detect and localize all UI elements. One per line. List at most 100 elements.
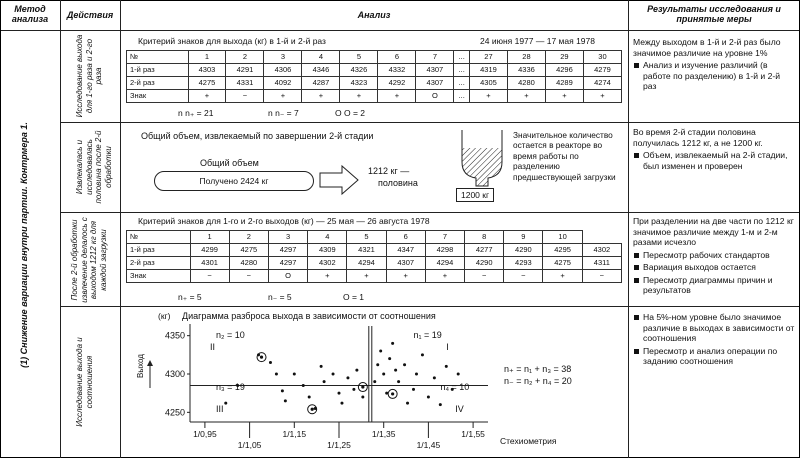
quadrant-4-count: n₄ = 10 [440, 382, 469, 392]
scatter-point [236, 384, 240, 387]
row3-table-cell: + [542, 269, 583, 283]
row1-table-cell: 4289 [544, 76, 584, 90]
row3-action: После 2-й обработки извлечение делалось … [70, 217, 108, 303]
row3-table-cell: 1 [189, 230, 230, 244]
row3-results: При разделении на две части по 1212 кг з… [633, 216, 795, 296]
row2-obtained-box: Получено 2424 кг [154, 171, 314, 191]
row2-action: Извлекалась и исследовалась половина пос… [75, 130, 113, 204]
scatter-point [352, 387, 356, 391]
x-tick-label-top: 1/1,25 [327, 440, 351, 450]
row3-table-cell: + [307, 269, 348, 283]
row1-table-cell: ... [453, 50, 470, 64]
row3-result-bullet-3: Пересмотр диаграммы причин и результатов [633, 275, 795, 296]
row2-half-line1: 1212 кг — [368, 166, 410, 176]
row2-result-text: Во время 2-й стадии половина получилась … [633, 127, 763, 148]
scatter-point-circled [387, 388, 398, 399]
row2-reactor-icon [461, 130, 503, 187]
row1-table-cell: ... [453, 76, 470, 90]
row3-table-cell: 4307 [385, 256, 426, 270]
scatter-point [224, 401, 228, 405]
row1-table-cell: 3 [263, 50, 303, 64]
row3-table-cell: 4294 [424, 256, 466, 270]
scatter-point [355, 368, 359, 372]
row3-table-cell: № [126, 230, 191, 244]
row3-table-cell: 10 [542, 230, 583, 244]
scatter-point [274, 372, 278, 376]
row2-tank-label: 1200 кг [456, 188, 495, 202]
row1-result-text: Между выходом в 1-й и 2-й раз было значи… [633, 37, 781, 58]
row1-title: Критерий знаков для выхода (кг) в 1-й и … [138, 36, 326, 46]
scatter-point [268, 361, 272, 364]
quadrant-3-numeral: III [216, 404, 224, 414]
scatter-point [450, 387, 454, 391]
header-results: Результаты исследования и принятые меры [647, 4, 781, 24]
row2-half-line2: половина [378, 178, 418, 188]
scatter-point [403, 363, 407, 367]
row3-table-cell: 6 [385, 230, 426, 244]
row1-table-cell: 4275 [187, 76, 227, 90]
row1-table-cell: + [468, 89, 508, 103]
scatter-point [379, 349, 383, 353]
row1-table-cell: 4280 [506, 76, 546, 90]
scatter-point [382, 372, 386, 376]
row1-table-cell: 4307 [415, 76, 455, 90]
row3-table-cell: 4297 [267, 243, 309, 257]
row3-table-cell: 4290 [503, 243, 544, 257]
row1-results: Между выходом в 1-й и 2-й раз было значи… [633, 37, 795, 92]
scatter-point-circled [357, 382, 368, 393]
row1-table-row-r3: Знак+−++++O...++++ [126, 89, 623, 103]
row3-table-cell: 9 [503, 230, 544, 244]
scatter-point [388, 357, 392, 361]
row3-table-cell: Знак [126, 269, 191, 283]
quadrant-2-count: n₂ = 10 [216, 330, 245, 340]
scatter-point [444, 364, 448, 368]
row1-date: 24 июня 1977 — 17 мая 1978 [480, 36, 595, 46]
scatter-point [361, 395, 365, 399]
row1-table-cell: 4305 [468, 76, 508, 90]
scatter-point [346, 376, 350, 380]
row4-results: На 5%-ном уровне было значимое различие … [633, 310, 795, 367]
row3-table-cell: 4275 [228, 243, 269, 257]
row3-table-cell: + [424, 269, 466, 283]
scatter-point [373, 380, 377, 384]
x-tick-label-bottom: 1/1,15 [282, 429, 306, 439]
x-tick-label-bottom: 1/1,35 [372, 429, 396, 439]
y-arrow-head [147, 360, 153, 366]
row3-table-cell: 2-й раз [126, 256, 191, 270]
row1-table-cell: ... [453, 89, 470, 103]
row1-table-cell: 4346 [301, 63, 341, 77]
scatter-point [385, 391, 389, 395]
row1-result-bullet: Анализ и изучение различий (в работе по … [633, 60, 795, 92]
scatter-point [331, 372, 335, 376]
top-border [0, 0, 800, 1]
row3-table-cell: 4275 [542, 256, 583, 270]
row1-table-cell: 4332 [377, 63, 417, 77]
row3-count-zero: O = 1 [343, 292, 365, 302]
row2-arrow-icon [319, 164, 359, 196]
quadrant-3-count: n₃ = 19 [216, 382, 245, 392]
x-tick-label-bottom: 1/1,55 [461, 429, 485, 439]
row1-table-cell: 4274 [582, 76, 623, 90]
row3-table-cell: 4290 [464, 256, 505, 270]
row3-table-cell: − [189, 269, 230, 283]
col-divider-3 [628, 0, 629, 458]
row3-table-cell: O [267, 269, 309, 283]
scatter-point [280, 389, 284, 393]
row1-table-cell: 4323 [339, 76, 379, 90]
quadrant-1-count: n₁ = 19 [414, 330, 442, 340]
scatter-point [319, 364, 323, 368]
row3-count-plus: n₊ = 5 [178, 292, 202, 302]
row1-table-cell: 5 [339, 50, 379, 64]
row3-count-minus: n₋ = 5 [268, 292, 292, 302]
row3-table-cell: 4295 [542, 243, 583, 257]
row1-table-cell: 1 [187, 50, 227, 64]
row1-table-cell: 29 [544, 50, 584, 64]
row1-table-cell: + [339, 89, 379, 103]
row4-result-bullet-2: Пересмотр и анализ операции по заданию с… [633, 346, 795, 367]
row1-count-zero: O O = 2 [335, 108, 365, 118]
row3-divider [60, 306, 800, 307]
row3-result-bullet-1: Пересмотр рабочих стандартов [633, 250, 795, 261]
row3-table-cell: 8 [464, 230, 505, 244]
